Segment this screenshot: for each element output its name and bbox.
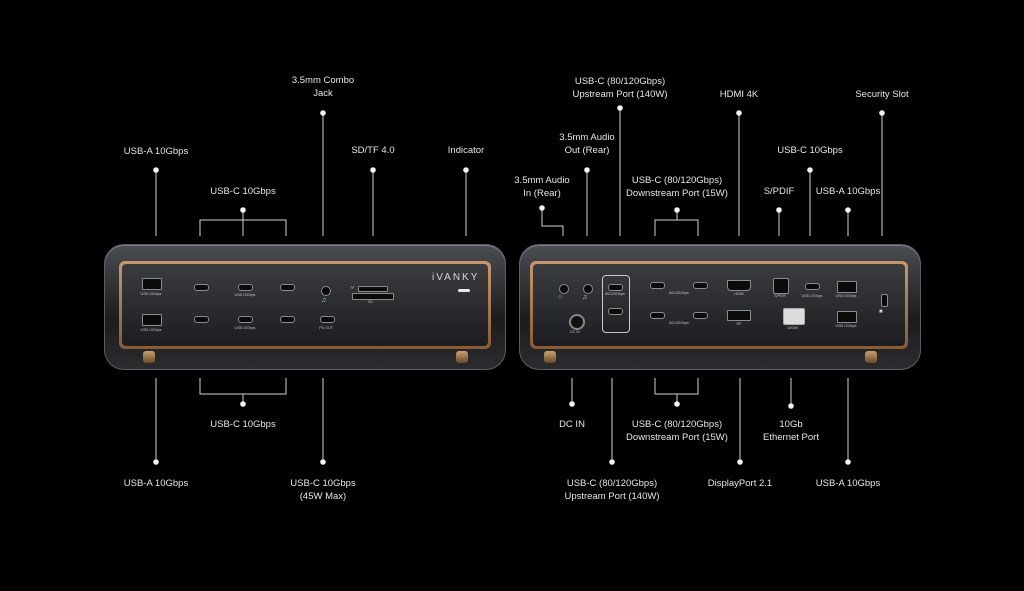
label-downstream-top: USB-C (80/120Gbps) Downstream Port (15W)	[626, 175, 728, 199]
label-displayport: DisplayPort 2.1	[707, 478, 773, 489]
label-dcin: DC IN	[559, 419, 585, 430]
label-sdtf: SD/TF 4.0	[351, 145, 395, 156]
spdif-label: S/PDIF	[774, 294, 786, 298]
rear-usba-port-2[interactable]	[837, 311, 857, 323]
audio-in-port[interactable]	[559, 284, 569, 294]
front-usbc-port-5[interactable]	[238, 316, 253, 323]
label-usbc-rear: USB-C 10Gbps	[777, 145, 843, 156]
thunderbolt-label: 80/120Gbps	[605, 292, 625, 296]
label-combo-jack: 3.5mm Combo Jack	[291, 75, 355, 99]
bracket-downstream-top	[654, 219, 699, 236]
security-slot[interactable]	[881, 294, 888, 307]
tf-slot[interactable]	[358, 286, 388, 292]
dc-in-port[interactable]	[569, 314, 585, 330]
audio-out-icon: ♫	[582, 294, 588, 301]
downstream-port-3[interactable]	[650, 312, 665, 319]
label-upstream-top: USB-C (80/120Gbps) Upstream Port (140W)	[572, 76, 668, 100]
rear-usba-port-1[interactable]	[837, 281, 857, 293]
leader-audio-in	[541, 208, 564, 236]
tf-label: TF	[350, 286, 355, 290]
upstream-port-frame	[602, 275, 630, 333]
front-usbc-port-6[interactable]	[280, 316, 295, 323]
combo-jack-port[interactable]	[321, 286, 331, 296]
label-audio-out: 3.5mm Audio Out (Rear)	[559, 132, 615, 156]
rear-dock: ○ ♫ DC IN 80/120Gbps 80/120Gbps 80/120Gb…	[519, 244, 921, 370]
front-right-foot	[456, 351, 468, 363]
label-hdmi: HDMI 4K	[719, 89, 759, 100]
downstream-label-2: 80/120Gbps	[669, 321, 689, 325]
ethernet-label: 10GbE	[787, 326, 799, 330]
downstream-port-1[interactable]	[650, 282, 665, 289]
front-panel-face: USB 10Gbps USB 10Gbps USB 10Gbps USB 10G…	[122, 264, 488, 346]
ethernet-port[interactable]	[783, 308, 805, 325]
front-usbc-port-1[interactable]	[194, 284, 209, 291]
label-downstream-bottom: USB-C (80/120Gbps) Downstream Port (15W)	[626, 419, 728, 443]
front-usba-port-1[interactable]	[142, 278, 162, 290]
hdmi-port[interactable]	[727, 280, 751, 291]
front-panel: USB 10Gbps USB 10Gbps USB 10Gbps USB 10G…	[119, 261, 491, 349]
front-usba-label-1: USB 10Gbps	[140, 292, 162, 296]
label-spdif: S/PDIF	[763, 186, 795, 197]
rear-panel-face: ○ ♫ DC IN 80/120Gbps 80/120Gbps 80/120Gb…	[533, 264, 905, 346]
dc-in-label: DC IN	[570, 330, 580, 334]
front-usbc-group-label-2: USB 10Gbps	[234, 326, 256, 330]
pd-out-port[interactable]	[320, 316, 335, 323]
front-usba-label-2: USB 10Gbps	[140, 328, 162, 332]
front-usbc-port-2[interactable]	[238, 284, 253, 291]
label-ethernet: 10Gb Ethernet Port	[763, 419, 819, 443]
headphone-icon: ♫	[321, 297, 327, 304]
rear-usba-label-2: USB 10Gbps	[835, 324, 857, 328]
upstream-port-2[interactable]	[608, 308, 623, 315]
rear-panel: ○ ♫ DC IN 80/120Gbps 80/120Gbps 80/120Gb…	[530, 261, 908, 349]
front-usba-port-2[interactable]	[142, 314, 162, 326]
spdif-port[interactable]	[773, 278, 789, 294]
label-usba-bottom: USB-A 10Gbps	[123, 478, 189, 489]
front-dock: USB 10Gbps USB 10Gbps USB 10Gbps USB 10G…	[104, 244, 506, 370]
label-upstream-bottom: USB-C (80/120Gbps) Upstream Port (140W)	[564, 478, 660, 502]
downstream-label-1: 80/120Gbps	[669, 291, 689, 295]
audio-in-icon: ○	[558, 294, 563, 301]
rear-usba-label-1: USB 10Gbps	[835, 294, 857, 298]
lock-icon: ■	[879, 309, 883, 315]
label-usba-rear-bottom: USB-A 10Gbps	[815, 478, 881, 489]
rear-usbc-port[interactable]	[805, 283, 820, 290]
label-security: Security Slot	[855, 89, 909, 100]
front-usbc-port-4[interactable]	[194, 316, 209, 323]
brand-logo: iVANKY	[432, 272, 480, 283]
rear-left-foot	[544, 351, 556, 363]
label-usbc-45w: USB-C 10Gbps (45W Max)	[290, 478, 356, 502]
front-usbc-group-label-1: USB 10Gbps	[234, 293, 256, 297]
displayport-port[interactable]	[727, 310, 751, 321]
label-usbc-bottom: USB-C 10Gbps	[210, 419, 276, 430]
audio-out-port[interactable]	[583, 284, 593, 294]
front-usbc-port-3[interactable]	[280, 284, 295, 291]
rear-right-foot	[865, 351, 877, 363]
hdmi-label: HDMI	[734, 292, 744, 296]
label-usba-top: USB-A 10Gbps	[123, 146, 189, 157]
bracket-downstream-bottom	[654, 378, 699, 395]
label-audio-in: 3.5mm Audio In (Rear)	[514, 175, 570, 199]
pd-out-label: PD OUT	[319, 326, 333, 330]
downstream-port-2[interactable]	[693, 282, 708, 289]
bracket-usbc-bottom	[199, 378, 287, 395]
sd-slot[interactable]	[352, 293, 394, 300]
label-usbc-top: USB-C 10Gbps	[210, 186, 276, 197]
label-indicator: Indicator	[447, 145, 485, 156]
indicator-light	[458, 289, 470, 292]
downstream-port-4[interactable]	[693, 312, 708, 319]
sd-label: SD	[368, 300, 373, 304]
dp-label: DP	[736, 322, 742, 326]
rear-usbc-label: USB 10Gbps	[801, 294, 823, 298]
label-usba-rear-top: USB-A 10Gbps	[815, 186, 881, 197]
upstream-port-1[interactable]	[608, 284, 623, 291]
front-left-foot	[143, 351, 155, 363]
